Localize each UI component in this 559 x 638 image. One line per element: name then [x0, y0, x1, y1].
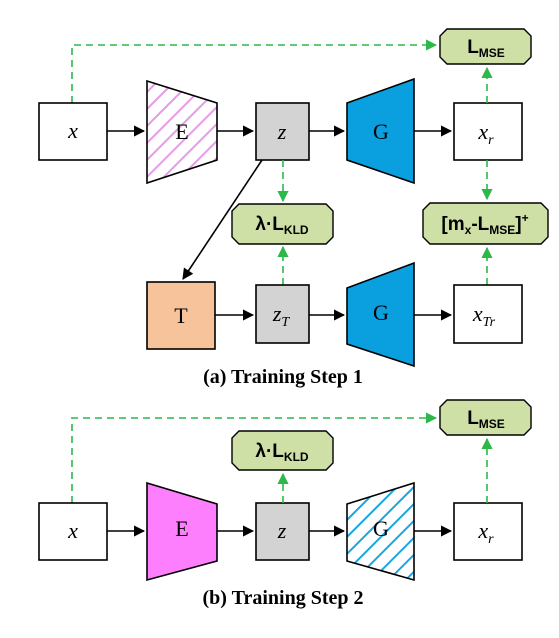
step1-latent-z-label: z	[277, 119, 287, 144]
step1-output-xr-label: xr	[477, 119, 494, 148]
step2-loss-mse-box	[439, 399, 532, 436]
step1-input-x-label: x	[67, 118, 78, 143]
step2-loss-mse-label: LMSE	[467, 408, 505, 431]
step1-loss-margin-label: [mx-LMSE]+	[441, 211, 528, 237]
step1-latent-zt-label: zT	[272, 301, 291, 330]
step1-loss-mse-box	[439, 28, 532, 65]
step1-output-xr-box	[453, 102, 523, 161]
step1-loss-kld-label: λ·LKLD	[255, 214, 308, 237]
step2-dashed-x-to-mse	[71, 412, 438, 503]
step1-loss-kld-box	[231, 203, 334, 245]
step2-generator-label: G	[373, 516, 389, 541]
step2-loss-kld-label: λ·LKLD	[255, 441, 308, 464]
step1-caption: (a) Training Step 1	[203, 366, 363, 388]
step1-encoder-block	[146, 79, 218, 185]
step1-generator-label: G	[373, 119, 389, 144]
step1-dashed-x-to-mse	[71, 39, 438, 103]
step1-generator2-label: G	[373, 300, 389, 325]
step1-generator2-block	[346, 261, 415, 368]
step1-latent-zt-box	[255, 284, 310, 344]
step2-generator-block	[346, 481, 415, 582]
step1-loss-margin-box	[422, 202, 549, 245]
step2-encoder-block	[146, 481, 218, 582]
step2-input-x-label: x	[67, 518, 78, 543]
step1-output-xtr-label: xTr	[472, 301, 496, 330]
step1-encoder-label: E	[175, 119, 188, 144]
step2-caption: (b) Training Step 2	[203, 587, 364, 609]
step1-arrow-z-to-t	[182, 159, 263, 280]
step1-input-x-box	[38, 102, 108, 161]
step1-generator-block	[346, 77, 415, 185]
step2-latent-z-label: z	[277, 518, 287, 543]
step2-input-x-box	[38, 502, 108, 561]
step1-transform-t-label: T	[174, 303, 188, 328]
step2-loss-kld-box	[231, 430, 334, 471]
step2-output-xr-label: xr	[477, 518, 494, 547]
step1-output-xtr-box	[453, 284, 523, 344]
step2-latent-z-box	[255, 502, 310, 561]
step2-output-xr-box	[453, 502, 523, 561]
step2-encoder-label: E	[175, 516, 188, 541]
step1-loss-mse-label: LMSE	[467, 37, 505, 60]
